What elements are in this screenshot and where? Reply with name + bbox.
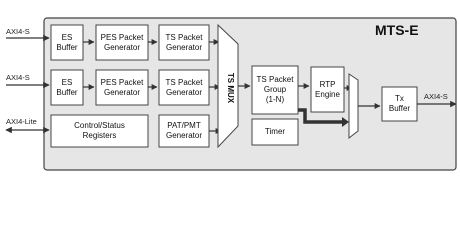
ts-mux-shape [217, 23, 239, 149]
ts-gen-2-box [158, 69, 210, 106]
tx-buffer-box [381, 86, 418, 122]
timer-box [251, 118, 299, 146]
output-mux-shape [348, 73, 359, 140]
diagram-canvas [5, 17, 457, 171]
ts-mux-label: TS MUX [226, 72, 236, 104]
ts-group-box [251, 65, 299, 115]
input-2-label: AXI4-S [6, 73, 30, 82]
timer-label: Timer [264, 127, 286, 136]
bypass-path-arrow [298, 108, 342, 124]
es-buffer-2-box [50, 69, 84, 106]
input-1-label: AXI4-S [6, 27, 30, 36]
pes-gen-1-box [95, 24, 149, 61]
es-buffer-1-box [50, 24, 84, 61]
output-label: AXI4-S [424, 92, 448, 101]
bypass-arrowhead [342, 117, 349, 127]
pes-gen-2-box [95, 69, 149, 106]
diagram-title: MTS-E [375, 22, 419, 38]
rtp-engine-box [310, 66, 345, 113]
control-registers-box [50, 114, 149, 148]
control-label: AXI4-Lite [6, 117, 37, 126]
